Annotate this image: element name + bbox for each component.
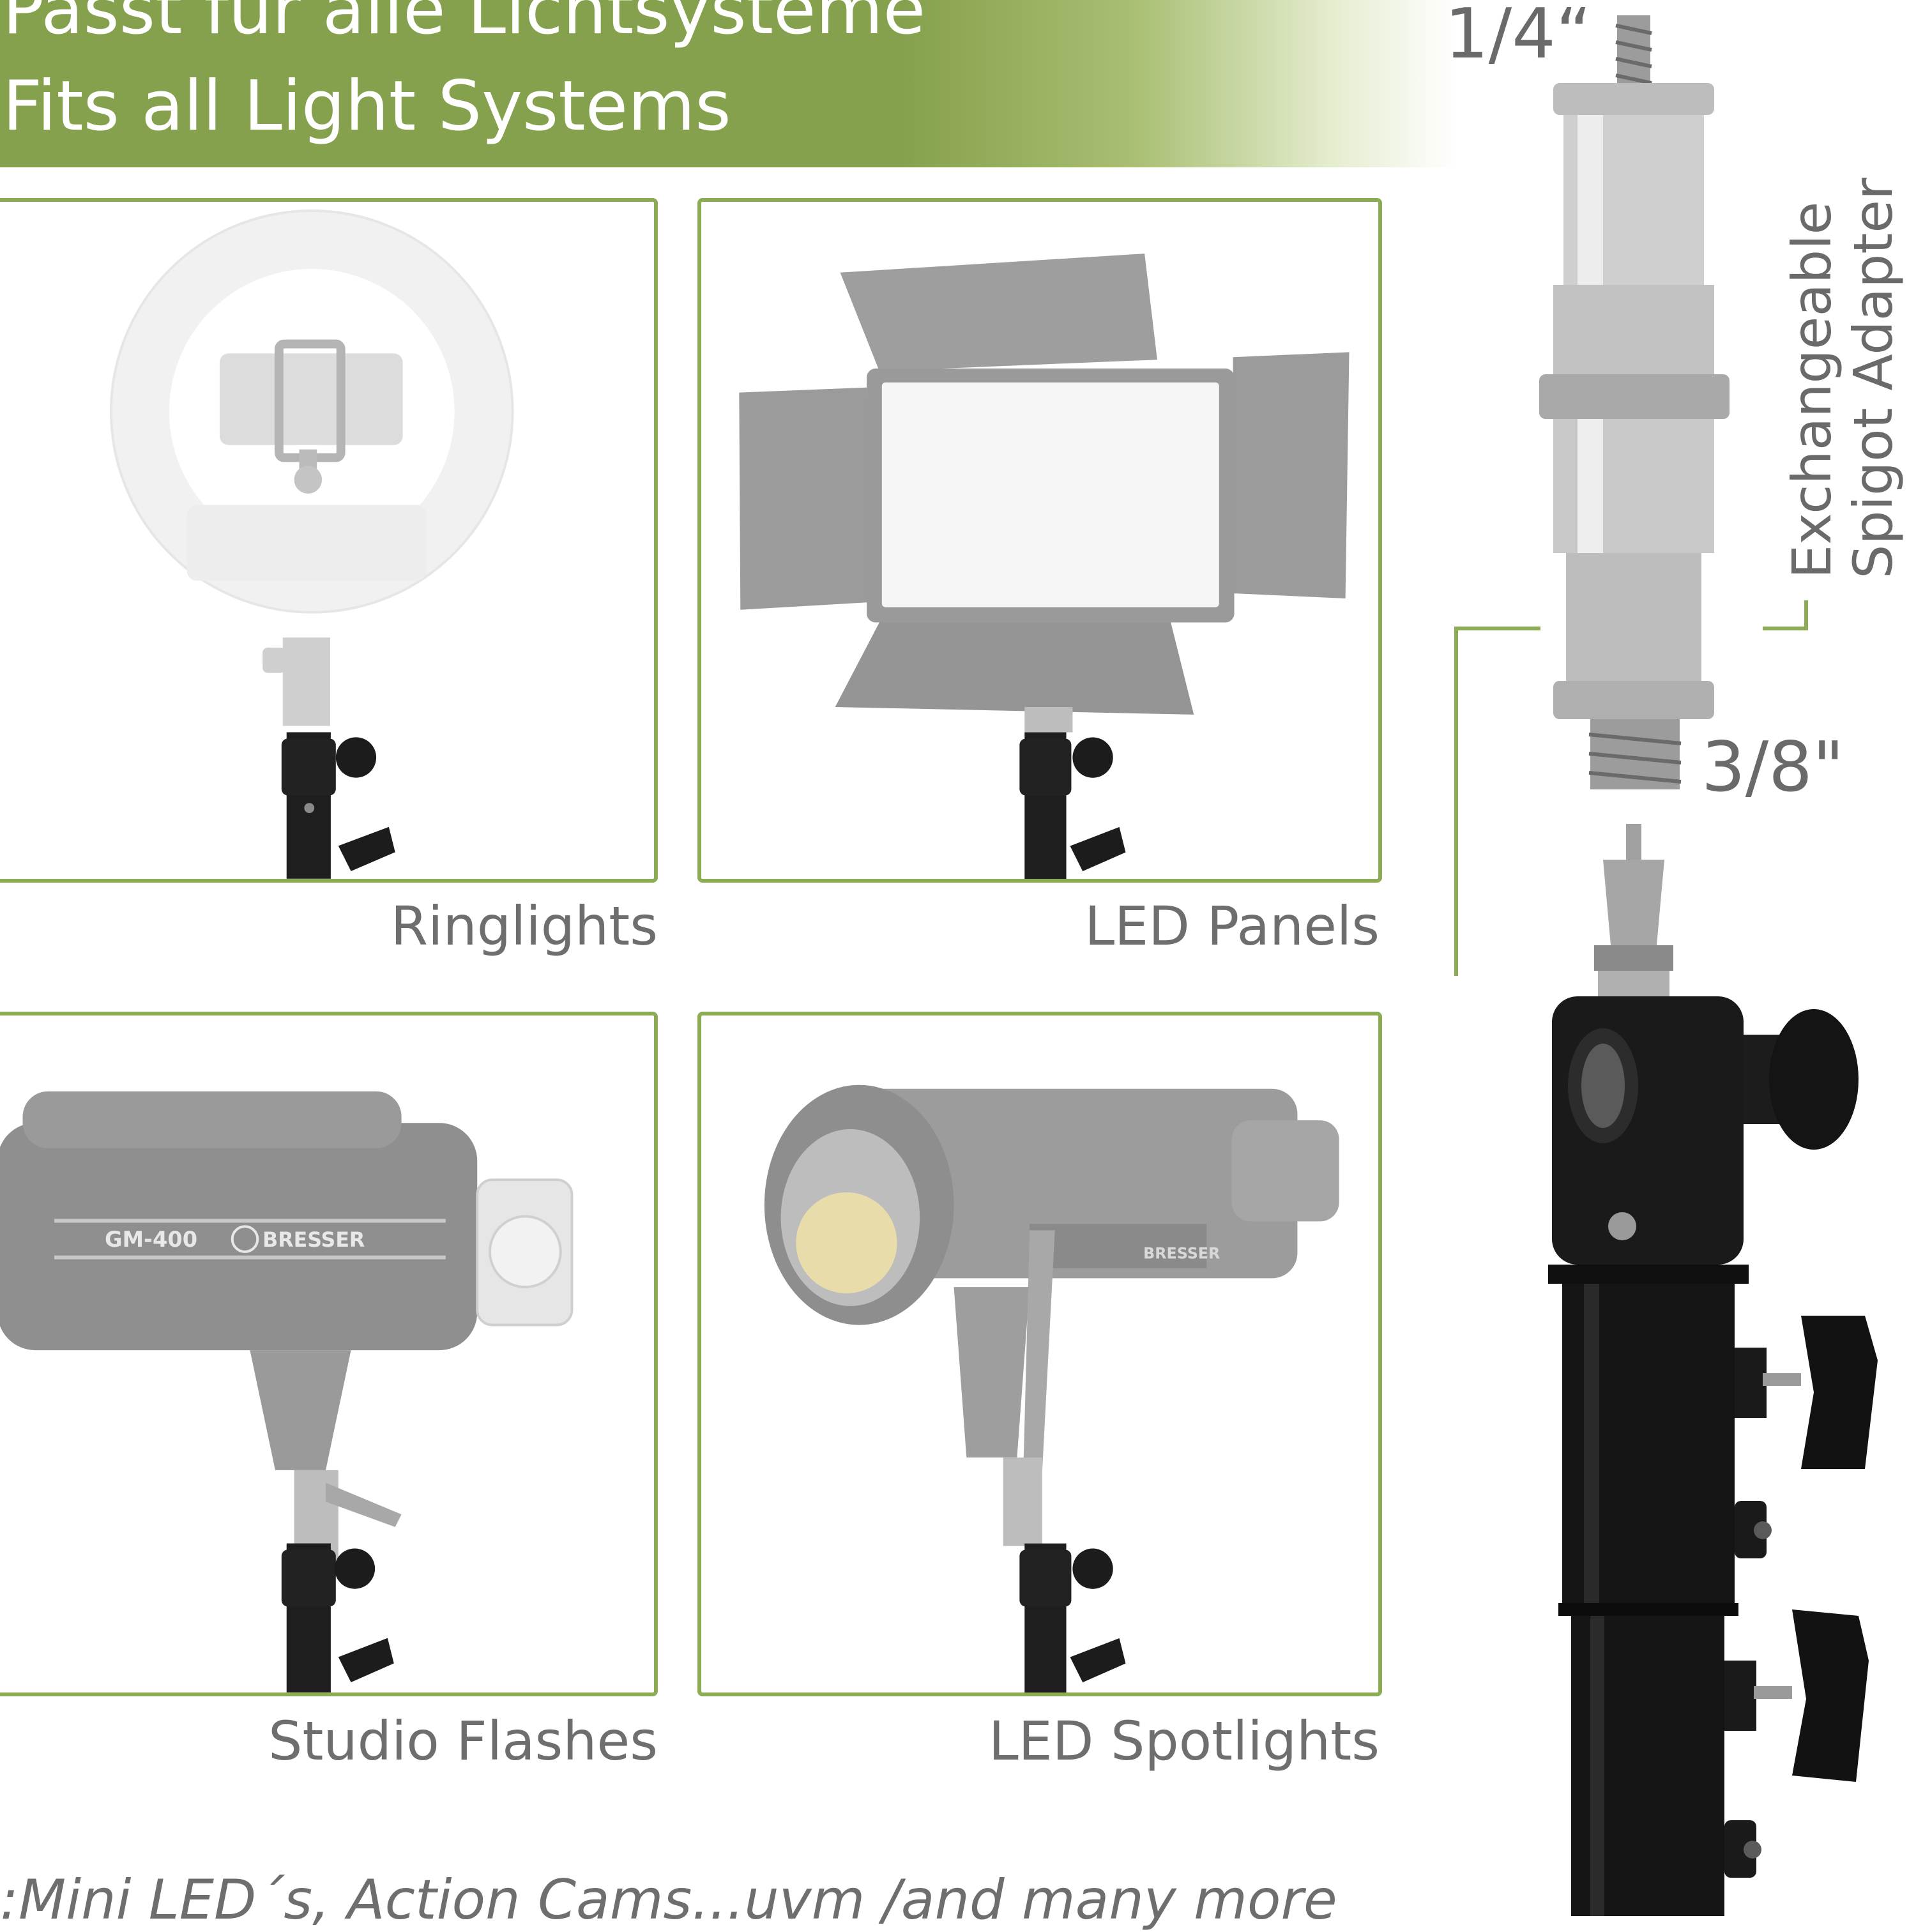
ringlight-illustration bbox=[109, 209, 514, 879]
banner-title-english: Fits all Light Systems bbox=[3, 66, 731, 146]
caption-ringlights: Ringlights bbox=[390, 895, 658, 957]
led-panel-illustration bbox=[739, 254, 1350, 879]
caption-led-panels: LED Panels bbox=[1084, 895, 1380, 957]
footer-note: :Mini LED´s, Action Cams...uvm /and many… bbox=[0, 1868, 1337, 1932]
banner-title-german: Passt für alle Lichtsysteme bbox=[3, 0, 926, 50]
studio-flash-illustration: GM-400 BRESSER bbox=[0, 1091, 574, 1692]
adapter-title-label: Exchangeable Spigot Adapter bbox=[1781, 178, 1905, 579]
flash-model-text: GM-400 bbox=[105, 1227, 197, 1252]
panel-studio-flashes: GM-400 BRESSER bbox=[0, 1012, 658, 1696]
spotlight-brand-text: BRESSER bbox=[1143, 1245, 1220, 1263]
title-banner: Passt für alle Lichtsysteme Fits all Lig… bbox=[0, 0, 1456, 167]
top-thread-label: 1/4“ bbox=[1445, 0, 1592, 74]
panel-led-panels bbox=[697, 198, 1382, 883]
bottom-thread-label: 3/8" bbox=[1701, 727, 1844, 807]
adapter-title-line1: Exchangeable bbox=[1781, 201, 1843, 579]
flash-brand-text: BRESSER bbox=[262, 1229, 365, 1252]
spigot-adapter bbox=[1539, 15, 1730, 789]
light-stand bbox=[1548, 996, 1878, 1916]
panel-led-spotlights: BRESSER bbox=[697, 1012, 1382, 1696]
panel-ringlights bbox=[0, 198, 658, 883]
caption-led-spotlights: LED Spotlights bbox=[988, 1710, 1380, 1772]
adapter-title-line2: Spigot Adapter bbox=[1841, 178, 1905, 579]
caption-studio-flashes: Studio Flashes bbox=[268, 1710, 658, 1772]
adapter-and-stand-illustration bbox=[1454, 15, 1878, 1916]
stand-spigot bbox=[1594, 824, 1673, 996]
led-spotlight-illustration: BRESSER bbox=[764, 1084, 1339, 1692]
